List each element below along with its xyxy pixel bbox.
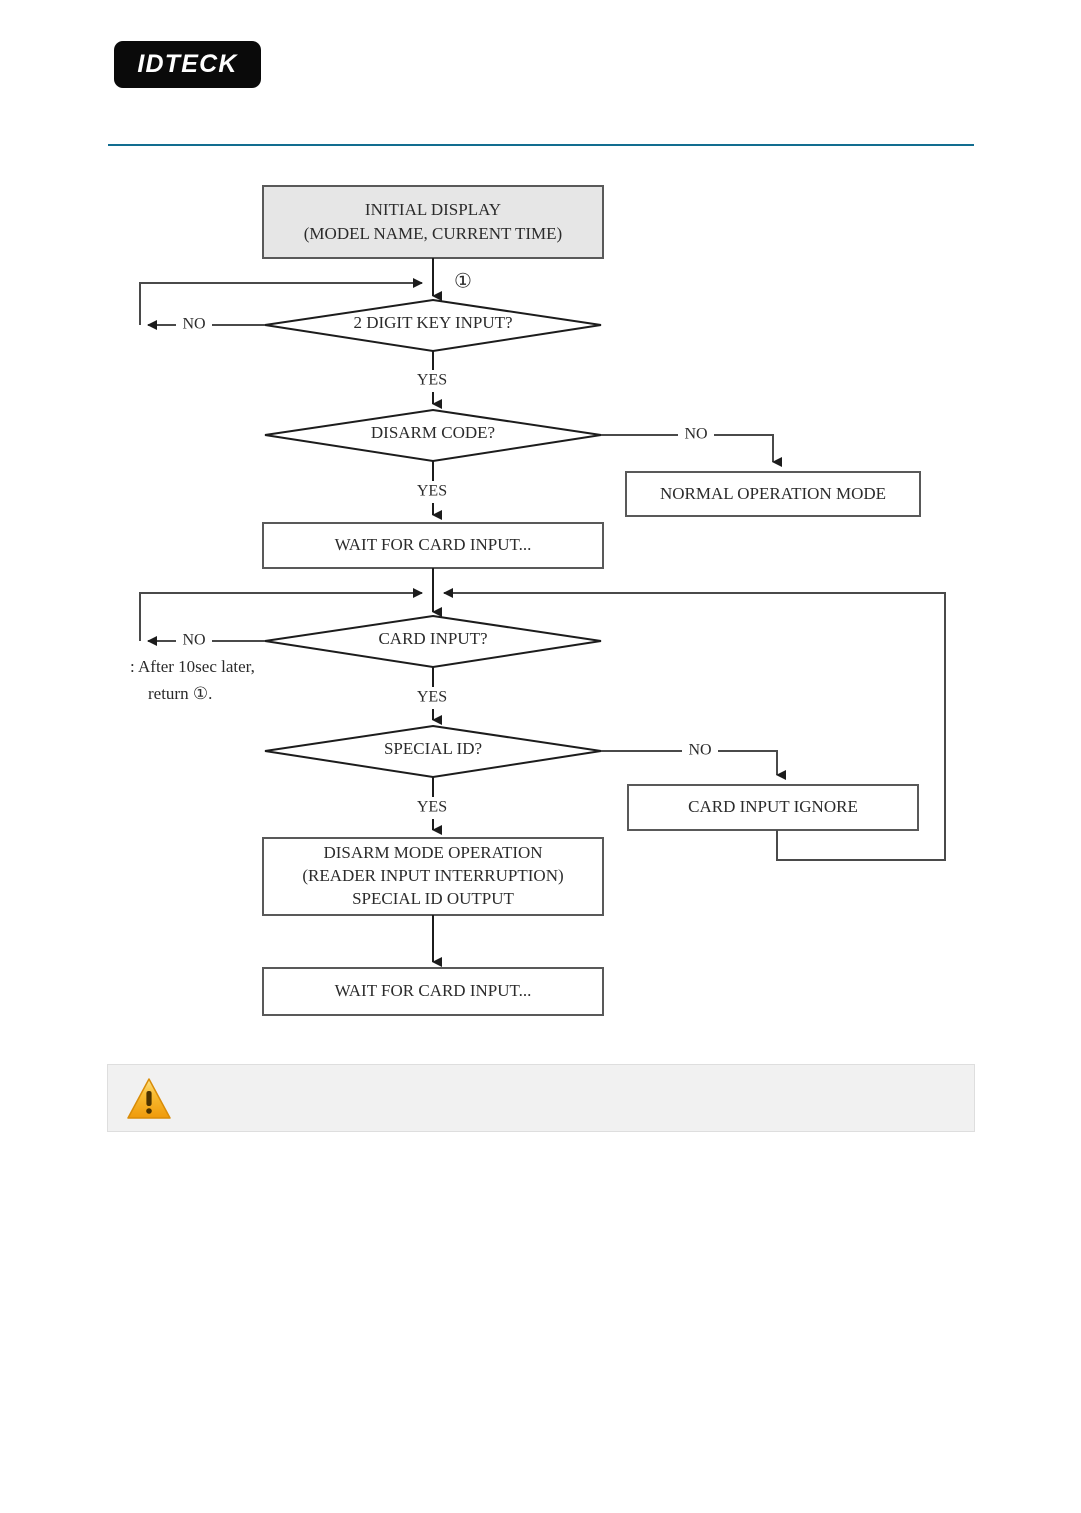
node-special-id: SPECIAL ID? [264, 724, 602, 779]
edge-label-disarmcode-yes: YES [417, 483, 447, 500]
edge-label-cardinput-yes: YES [417, 689, 447, 706]
edge-label-keyinput-no: NO [182, 316, 205, 333]
edge-label-specialid-yes: YES [417, 799, 447, 816]
node-wait-for-card-input-1-label: WAIT FOR CARD INPUT... [335, 535, 532, 554]
header-divider [108, 144, 974, 146]
node-initial-display-line1: INITIAL DISPLAY [365, 200, 501, 219]
edge-label-specialid-no: NO [688, 742, 711, 759]
edge-label-disarmcode-no: NO [684, 426, 707, 443]
node-disarm-code: DISARM CODE? [264, 408, 602, 463]
logo-text: IDTECK [137, 50, 238, 78]
node-disarm-mode-operation: DISARM MODE OPERATION (READER INPUT INTE… [262, 837, 604, 916]
node-two-digit-key-input: 2 DIGIT KEY INPUT? [264, 298, 602, 353]
node-initial-display: INITIAL DISPLAY (MODEL NAME, CURRENT TIM… [262, 185, 604, 259]
edge-cardinput-yes: YES [410, 667, 456, 725]
node-disarm-mode-line2: (READER INPUT INTERRUPTION) [302, 866, 563, 885]
node-card-input-ignore: CARD INPUT IGNORE [627, 784, 919, 831]
edge-specialid-no: NO [601, 740, 786, 780]
node-two-digit-key-input-label: 2 DIGIT KEY INPUT? [353, 313, 512, 332]
node-wait-for-card-input-2-label: WAIT FOR CARD INPUT... [335, 981, 532, 1000]
node-disarm-mode-line1: DISARM MODE OPERATION [323, 843, 542, 862]
node-normal-operation-mode: NORMAL OPERATION MODE [625, 471, 921, 517]
note-line-2: return ①. [148, 684, 212, 703]
node-card-input-label: CARD INPUT? [378, 629, 487, 648]
note-return-after-10sec: : After 10sec later, return ①. [130, 657, 255, 703]
edge-cardignore-feedback [443, 588, 946, 861]
edge-label-keyinput-yes: YES [417, 372, 447, 389]
edge-disarmcode-yes: YES [410, 461, 456, 520]
marker-return-point: ① [454, 271, 472, 293]
node-wait-for-card-input-2: WAIT FOR CARD INPUT... [262, 967, 604, 1016]
edge-keyinput-no-loop: NO [139, 278, 423, 336]
warning-triangle-icon [127, 1078, 171, 1119]
node-disarm-mode-line3: SPECIAL ID OUTPUT [352, 889, 514, 908]
edge-keyinput-yes: YES [410, 351, 456, 409]
node-card-input: CARD INPUT? [264, 614, 602, 669]
flowchart-diagram: INITIAL DISPLAY (MODEL NAME, CURRENT TIM… [130, 185, 946, 1016]
warning-panel [107, 1064, 975, 1132]
edge-disarmcode-no: NO [601, 424, 782, 467]
node-card-input-ignore-label: CARD INPUT IGNORE [688, 797, 858, 816]
edge-cardinput-no-loop: NO [139, 588, 423, 652]
node-normal-operation-mode-label: NORMAL OPERATION MODE [660, 484, 886, 503]
node-disarm-code-label: DISARM CODE? [371, 423, 495, 442]
node-wait-for-card-input-1: WAIT FOR CARD INPUT... [262, 522, 604, 569]
edge-label-cardinput-no: NO [182, 632, 205, 649]
logo-background [114, 41, 261, 88]
node-initial-display-line2: (MODEL NAME, CURRENT TIME) [304, 224, 562, 243]
note-line-1: : After 10sec later, [130, 657, 255, 676]
node-special-id-label: SPECIAL ID? [384, 739, 482, 758]
edge-specialid-yes: YES [410, 777, 456, 835]
idteck-logo: IDTECK [114, 41, 261, 88]
